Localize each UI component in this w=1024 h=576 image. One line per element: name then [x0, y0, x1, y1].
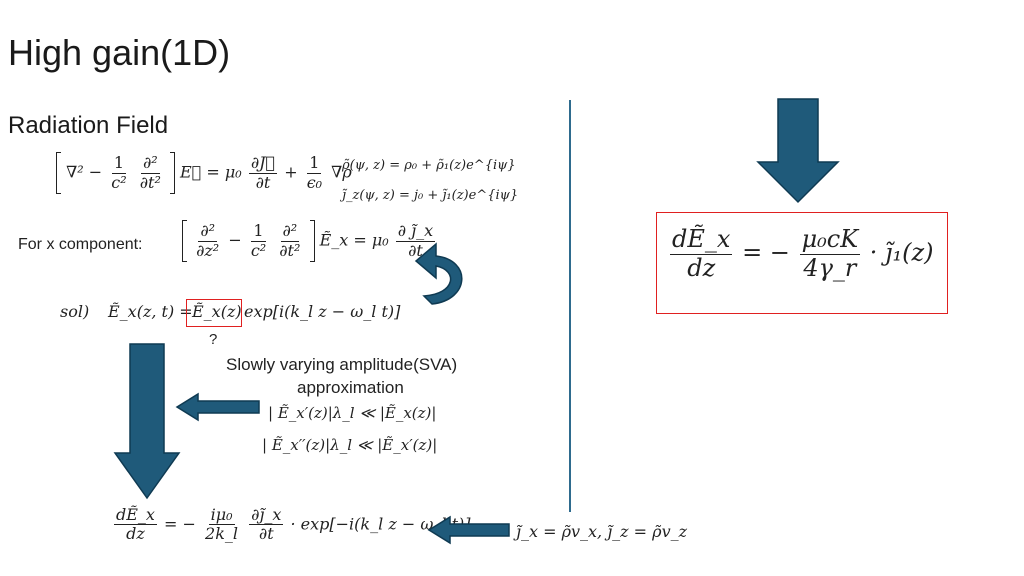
fraction-mu0cK-4gamma: μ₀cK 4γ_r [799, 225, 861, 282]
result-equation: dẼ_x dz = − μ₀cK 4γ_r · j̃₁(z) [668, 225, 934, 282]
down-arrow-icon [756, 98, 840, 204]
sva-condition-1: | Ẽ_x′(z)|λ_l ≪ |Ẽ_x(z)| [268, 404, 437, 422]
minus-sign: − [228, 230, 242, 250]
jz-definition: j̃_z(ψ, z) = j₀ + j̃₁(z)e^{iψ} [342, 188, 519, 203]
right-bracket [309, 220, 315, 262]
fraction-imu0-2kl: iμ₀ 2k_l [205, 505, 239, 544]
fraction-one-over-eps: 1 ϵ₀ [306, 153, 323, 192]
current-definitions: j̃_x = ρ̃v_x, j̃_z = ρ̃v_z [516, 522, 688, 541]
left-bracket [56, 152, 61, 194]
solution-lhs: Ẽ_x(z, t) = [108, 302, 193, 321]
sva-condition-2: | Ẽ_x′′(z)|λ_l ≪ |Ẽ_x′(z)| [262, 436, 438, 454]
fraction-dex-dz: dẼ_x dz [670, 225, 733, 282]
rho-definition: ρ̃(ψ, z) = ρ₀ + ρ̃₁(z)e^{iψ} [342, 158, 516, 173]
left-bracket [182, 220, 187, 262]
fraction-one-over-c2: 1 c² [111, 153, 127, 192]
x-component-equation: ∂² ∂z² − 1 c² ∂² ∂t² Ẽ_x = μ₀ ∂ j̃_x ∂t [182, 220, 437, 262]
left-arrow-icon [427, 515, 510, 545]
laplacian-term: ∇² − [66, 162, 108, 182]
curved-arrow-icon [414, 242, 463, 305]
solution-label: sol) [60, 302, 90, 321]
fraction-dj-dt: ∂J⃗ ∂t [248, 153, 278, 192]
fraction-one-over-c2: 1 c² [250, 221, 267, 260]
fraction-d2-dz2: ∂² ∂z² [196, 221, 220, 260]
x-component-label: For x component: [18, 236, 143, 253]
plus-sign: + [284, 162, 298, 182]
equals-minus: = − [164, 514, 196, 534]
amplitude-highlight-box [186, 299, 242, 327]
section-heading: Radiation Field [8, 112, 169, 139]
fraction-d2-dt2: ∂² ∂t² [139, 153, 161, 192]
slide-title: High gain(1D) [8, 32, 231, 73]
wave-equation: ∇² − 1 c² ∂² ∂t² E⃗ = μ₀ ∂J⃗ ∂t + 1 ϵ₀ ∇… [56, 152, 352, 194]
question-mark: ? [209, 331, 218, 348]
fraction-djx-dt: ∂j̃_x ∂t [249, 505, 284, 544]
sva-title: Slowly varying amplitude(SVA) [226, 355, 458, 374]
e-vector-term: E⃗ = μ₀ [180, 162, 242, 182]
result-rhs: · j̃₁(z) [869, 238, 934, 267]
sva-subtitle: approximation [297, 378, 404, 397]
exp-factor: · exp[−i(k_l z − ω_l t)] [290, 514, 471, 534]
ex-rhs: Ẽ_x = μ₀ [319, 230, 389, 250]
amplitude-term: Ẽ_x(z) [192, 302, 242, 321]
amplitude-evolution-equation: dẼ_x dz = − iμ₀ 2k_l ∂j̃_x ∂t · exp[−i(k… [112, 505, 471, 544]
vertical-divider [569, 100, 571, 512]
left-arrow-icon [175, 392, 260, 422]
result-highlight-box [656, 212, 948, 314]
grad-rho-term: ∇ρ [331, 162, 352, 182]
fraction-d2-dt2: ∂² ∂t² [279, 221, 301, 260]
exponential-term: exp[i(k_l z − ω_l t)] [244, 302, 401, 321]
right-bracket [169, 152, 175, 194]
down-arrow-icon [113, 343, 181, 500]
equals-minus: = − [742, 238, 790, 267]
fraction-dex-dz: dẼ_x dz [114, 505, 157, 544]
fraction-djx-dt: ∂ j̃_x ∂t [395, 221, 436, 260]
